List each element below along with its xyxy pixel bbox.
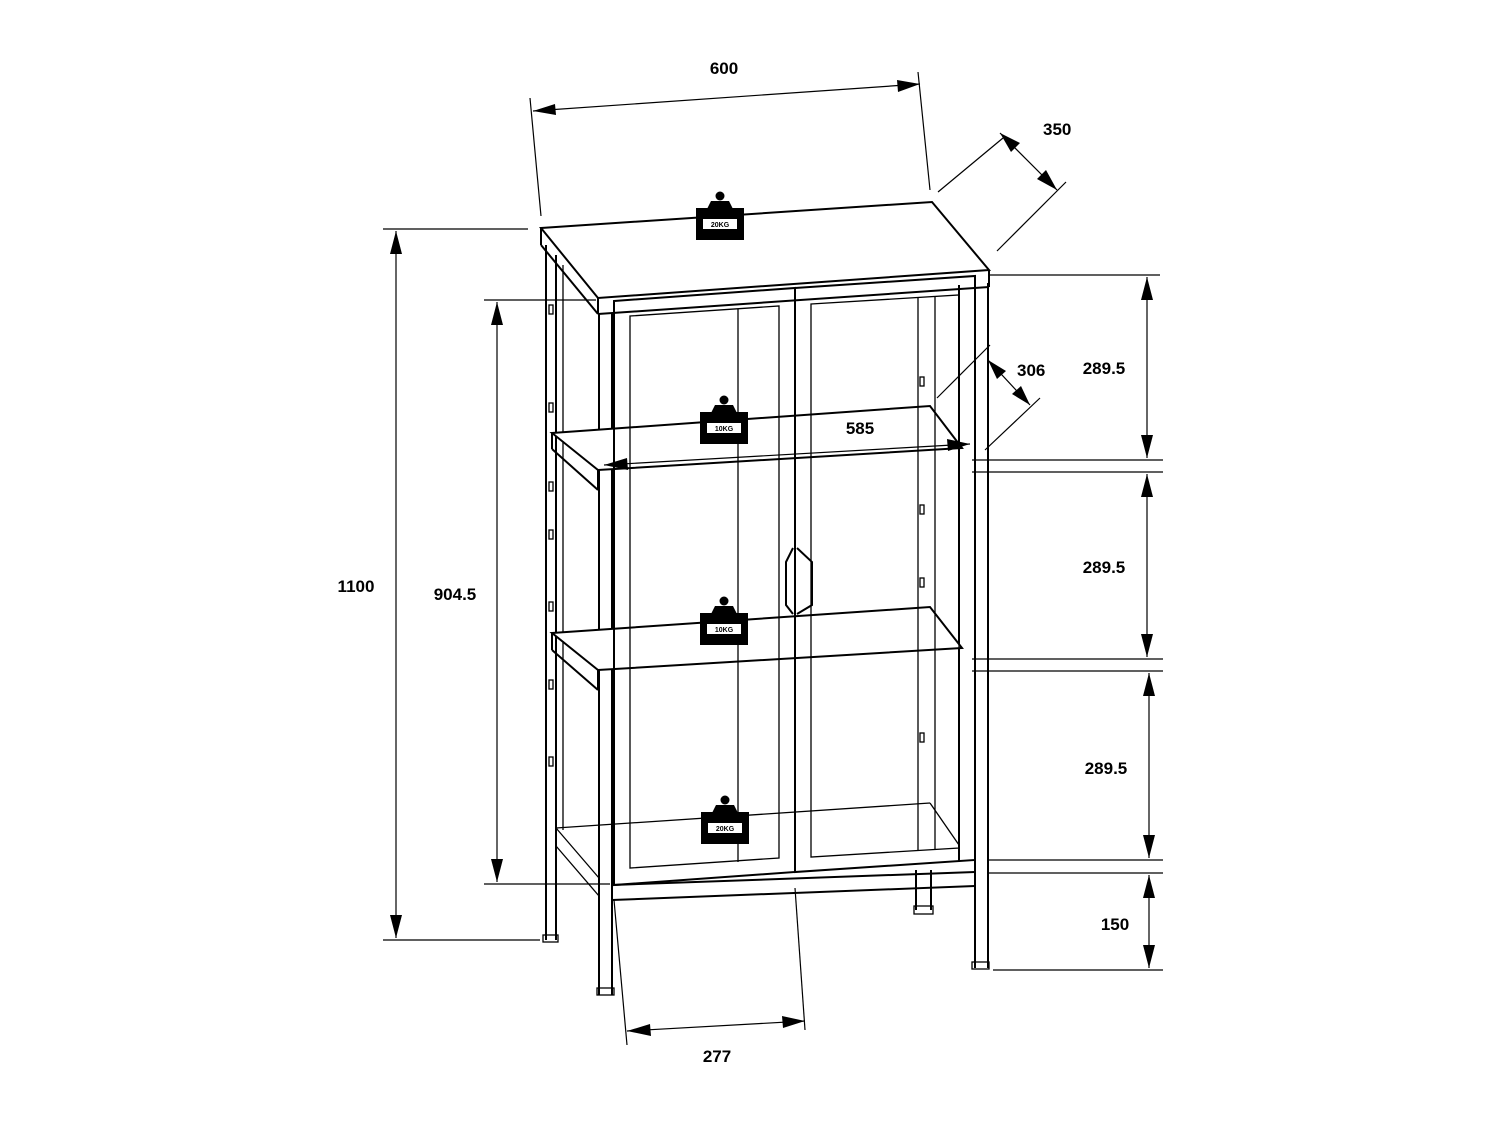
dimension-depth-label: 350 — [1043, 120, 1071, 139]
dimension-body-height-label: 904.5 — [434, 585, 477, 604]
weight-icon-bottom: 20KG — [701, 795, 749, 844]
weight-icon-shelf-2: 10KG — [700, 596, 748, 645]
dimension-compartment-2-label: 289.5 — [1083, 558, 1126, 577]
weight-icon-shelf-1: 10KG — [700, 395, 748, 444]
load-rating-top: 20KG — [711, 222, 730, 229]
dimension-leg-height: 150 — [988, 872, 1163, 971]
door-handle[interactable] — [785, 547, 813, 615]
dimension-compartment-2: 289.5 — [972, 471, 1163, 660]
right-door[interactable] — [794, 274, 976, 874]
dimension-shelf-width: 585 — [603, 419, 971, 470]
dimension-shelf-width-label: 585 — [846, 419, 874, 438]
left-door[interactable] — [613, 286, 796, 887]
dimension-compartment-1-label: 289.5 — [1083, 359, 1126, 378]
dimension-door-width: 277 — [613, 887, 806, 1066]
dimension-compartment-3-label: 289.5 — [1085, 759, 1128, 778]
dimension-total-height: 1100 — [338, 228, 540, 941]
dimension-shelf-depth: 306 — [936, 344, 1045, 451]
weight-icon-top: 20KG — [696, 191, 744, 240]
shelf-2 — [549, 605, 964, 672]
dimension-compartment-3: 289.5 — [972, 670, 1163, 861]
cabinet-top-panel — [539, 200, 992, 300]
dimension-body-height: 904.5 — [434, 299, 610, 885]
dimension-door-width-label: 277 — [703, 1047, 731, 1066]
dimension-shelf-depth-label: 306 — [1017, 361, 1045, 380]
dimension-width-label: 600 — [710, 59, 738, 78]
dimension-total-height-label: 1100 — [338, 577, 375, 596]
cabinet-body — [539, 200, 992, 996]
dimension-compartment-1: 289.5 — [972, 274, 1163, 461]
shelf-1 — [549, 404, 964, 472]
load-rating-bottom: 20KG — [716, 826, 735, 833]
dimension-depth: 350 — [937, 120, 1071, 252]
load-rating-shelf-1: 10KG — [715, 426, 734, 433]
dimension-leg-height-label: 150 — [1101, 915, 1129, 934]
dimension-width: 600 — [529, 59, 931, 217]
load-rating-shelf-2: 10KG — [715, 627, 734, 634]
